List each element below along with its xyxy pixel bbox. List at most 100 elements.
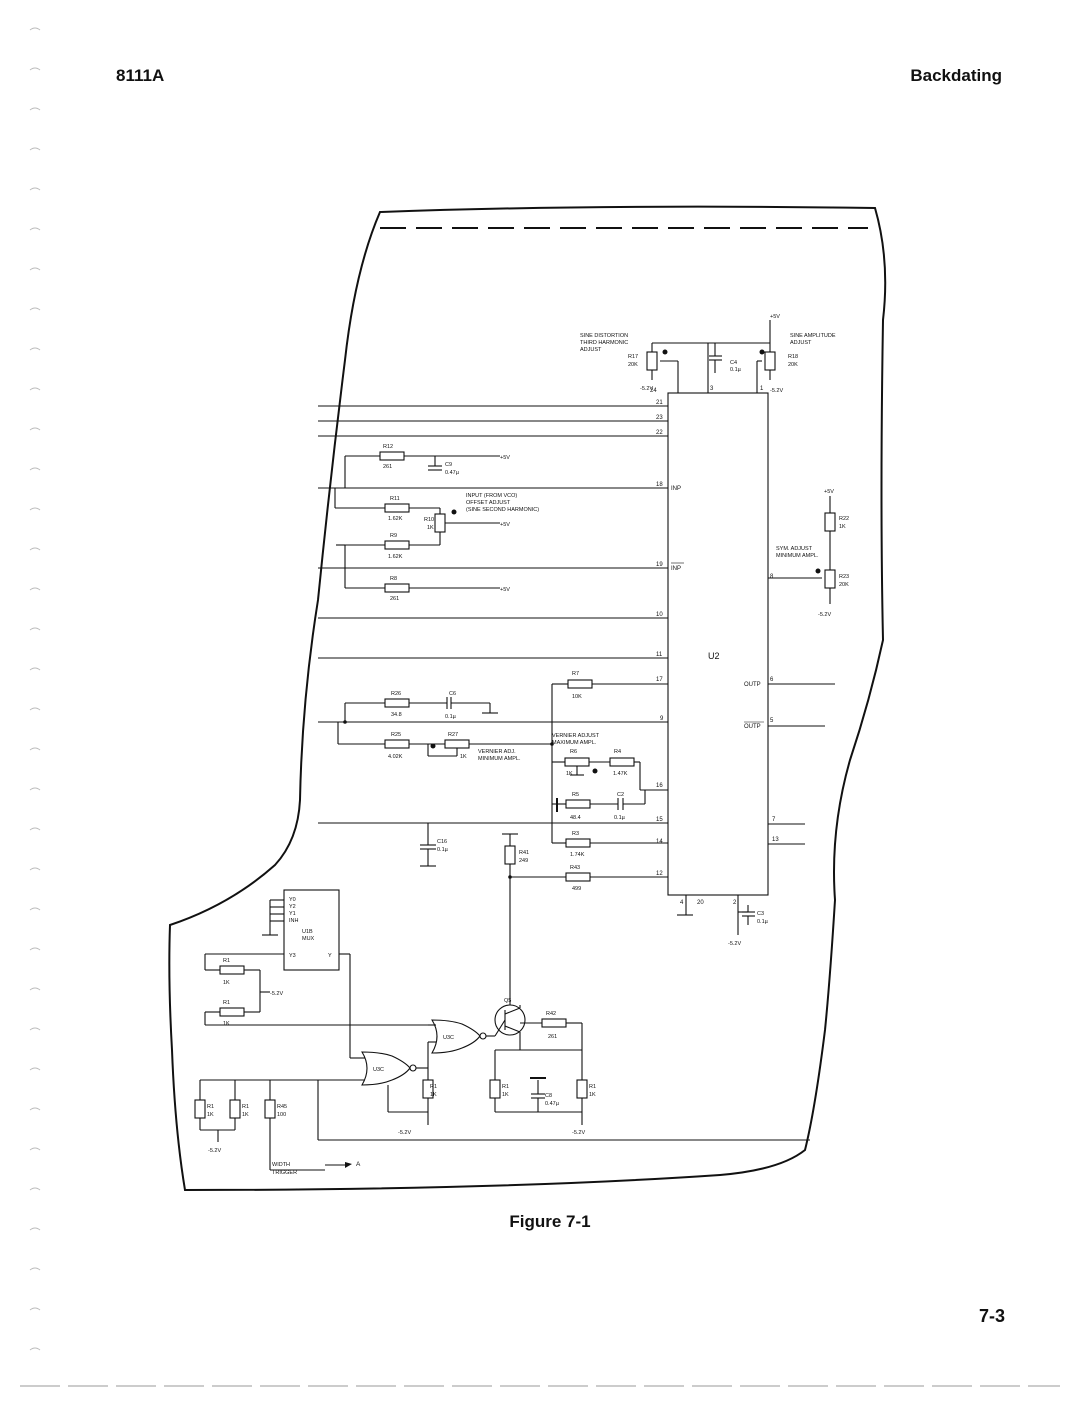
- width-trigger-label-2: TRIGGER: [272, 1170, 297, 1176]
- r23-value: 20K: [839, 582, 849, 588]
- r3-ref: R3: [572, 831, 579, 837]
- vminus-label: -5.2V: [208, 1148, 221, 1154]
- sine-distortion-label-2: THIRD HARMONIC: [580, 340, 628, 346]
- r23-potentiometer: [824, 569, 836, 589]
- pin-7: 7: [772, 817, 776, 823]
- vernier-adjust-label-1: VERNIER ADJUST: [552, 733, 600, 739]
- manual-model-header: 8111A: [116, 66, 165, 85]
- r1-ref: R1: [502, 1084, 509, 1090]
- pin-8: 8: [770, 574, 774, 580]
- adjust-dot-icon: [815, 568, 821, 574]
- section-header: Backdating: [910, 66, 1002, 85]
- u3c-nor-gate: [431, 1019, 481, 1054]
- r43-value: 499: [572, 886, 581, 892]
- r18-resistor: [764, 351, 776, 371]
- c9-value: 0.47µ: [445, 470, 460, 476]
- r1-resistor: [219, 965, 245, 975]
- sine-amplitude-label-2: ADJUST: [790, 340, 812, 346]
- sym-adjust-label-2: MINIMUM AMPL.: [776, 553, 819, 559]
- input-vco-label-3: (SINE SECOND HARMONIC): [466, 507, 539, 513]
- sine-distortion-label-1: SINE DISTORTION: [580, 333, 628, 339]
- c3-ref: C3: [757, 911, 764, 917]
- u2-ic-body: [667, 392, 769, 896]
- sine-distortion-label-3: ADJUST: [580, 347, 602, 353]
- r17-resistor: [646, 351, 658, 371]
- input-vco-label-1: INPUT (FROM VCO): [466, 493, 517, 499]
- r7-ref: R7: [572, 671, 579, 677]
- pin-5: 5: [770, 718, 774, 724]
- width-trigger-label-1: WIDTH: [272, 1162, 290, 1168]
- input-vco-label-2: OFFSET ADJUST: [466, 500, 511, 506]
- pin-1: 1: [760, 386, 764, 392]
- u2-pin-numbers: 24 21 23 22 18 19 10 11 17 9 16 15 14 12…: [650, 386, 779, 906]
- r27-potentiometer: [444, 739, 470, 749]
- pin-14: 14: [656, 839, 663, 845]
- q5-transistor: [494, 1004, 526, 1036]
- r1-resistor: [194, 1099, 206, 1119]
- vminus-label: -5.2V: [640, 386, 653, 392]
- mux-inh: INH: [289, 918, 299, 924]
- vminus-label: -5.2V: [818, 612, 831, 618]
- r11-resistor: [384, 503, 410, 513]
- pin-15: 15: [656, 817, 663, 823]
- r1-resistor: [219, 1007, 245, 1017]
- u3c-nor-gate: [361, 1051, 411, 1086]
- pin-12: 12: [656, 871, 663, 877]
- r7-value: 10K: [572, 694, 582, 700]
- r43-ref: R43: [570, 865, 580, 871]
- figure-caption: Figure 7-1: [509, 1212, 591, 1231]
- pin-16: 16: [656, 783, 663, 789]
- r1-ref: R1: [430, 1084, 437, 1090]
- adjust-dot-icon: [451, 509, 457, 515]
- r6-ref: R6: [570, 749, 577, 755]
- vminus-label: -5.2V: [398, 1130, 411, 1136]
- r42-value: 261: [548, 1034, 557, 1040]
- u2-label: U2: [708, 651, 720, 661]
- pin-3: 3: [710, 386, 714, 392]
- sine-amplitude-label-1: SINE AMPLITUDE: [790, 333, 836, 339]
- pin-17: 17: [656, 677, 663, 683]
- r10-ref: R10: [424, 517, 434, 523]
- vminus-label: -5.2V: [770, 388, 783, 394]
- pin-21: 21: [656, 400, 663, 406]
- r25-value: 4.02K: [388, 754, 403, 760]
- r27-value: 1K: [460, 754, 467, 760]
- vplus-label: +5V: [500, 455, 510, 461]
- vminus-label: -5.2V: [270, 991, 283, 997]
- r1-value: 1K: [207, 1112, 214, 1118]
- r8-ref: R8: [390, 576, 397, 582]
- r26-ref: R26: [391, 691, 401, 697]
- r17-value: 20K: [628, 362, 638, 368]
- r1-ref: R1: [589, 1084, 596, 1090]
- c8-ref: C8: [545, 1093, 552, 1099]
- adjust-dot-icon: [592, 768, 598, 774]
- r4-ref: R4: [614, 749, 621, 755]
- u1b-mux: [283, 889, 340, 971]
- hand-drawn-outline: [168, 205, 887, 1192]
- c4-ref: C4: [730, 360, 737, 366]
- r4-value: 1.47K: [613, 771, 628, 777]
- r27-ref: R27: [448, 732, 458, 738]
- r25-ref: R25: [391, 732, 401, 738]
- c2-value: 0.1µ: [614, 815, 626, 821]
- vernier-adj-label-1: VERNIER ADJ.: [478, 749, 516, 755]
- pin-name-outp-bar: OUTP: [744, 724, 761, 730]
- r10-value: 1K: [427, 525, 434, 531]
- sym-adjust-label-1: SYM. ADJUST: [776, 546, 813, 552]
- adjust-dot-icon: [430, 743, 436, 749]
- pin-4: 4: [680, 900, 684, 906]
- c3-value: 0.1µ: [757, 919, 769, 925]
- c16-ref: C16: [437, 839, 447, 845]
- mux-y3: Y3: [289, 953, 296, 959]
- r25-resistor: [384, 739, 410, 749]
- pin-20: 20: [697, 900, 704, 906]
- signal-lines: [318, 405, 835, 845]
- arrow-icon: [345, 1162, 352, 1168]
- r45-ref: R45: [277, 1104, 287, 1110]
- vminus-label: -5.2V: [728, 941, 741, 947]
- r23-ref: R23: [839, 574, 849, 580]
- r42-resistor: [541, 1018, 567, 1028]
- r6-value: 1K: [566, 771, 573, 777]
- vminus-label: -5.2V: [572, 1130, 585, 1136]
- r1-resistor: [576, 1079, 588, 1099]
